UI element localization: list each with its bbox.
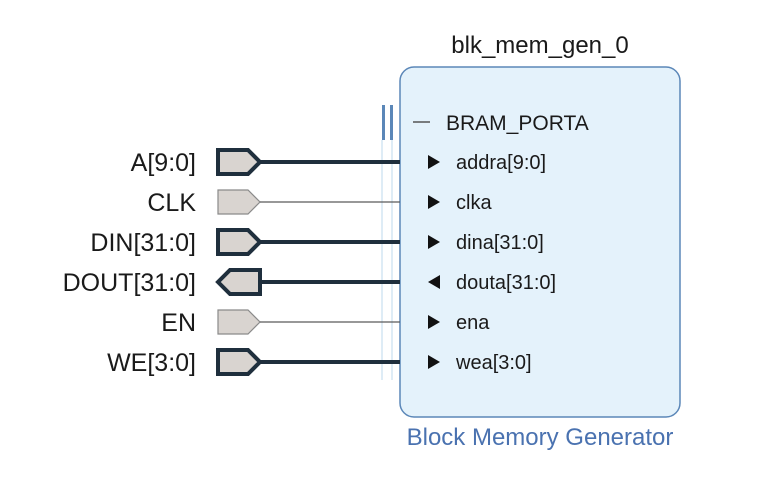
- pin-ena[interactable]: ena: [428, 312, 490, 334]
- pin-dina[interactable]: dina[31:0]: [428, 232, 544, 254]
- input-port-icon: [217, 189, 261, 215]
- input-port-icon: [217, 309, 261, 335]
- port-name: A[9:0]: [131, 149, 196, 177]
- port-name: WE[3:0]: [107, 349, 196, 377]
- input-port-icon: [216, 228, 263, 256]
- port-name: CLK: [147, 189, 196, 217]
- pin-name: clka: [456, 192, 492, 214]
- port-name: DIN[31:0]: [90, 229, 196, 257]
- pin-douta[interactable]: douta[31:0]: [428, 272, 556, 294]
- block-pins: addra[9:0] clka dina[31:0] douta[31:0] ena we…: [428, 152, 556, 374]
- interface-bus-bar-icon: [382, 105, 385, 140]
- pin-output-arrow-icon: [428, 275, 440, 289]
- pin-input-arrow-icon: [428, 195, 440, 209]
- pin-name: douta[31:0]: [456, 272, 556, 294]
- pin-input-arrow-icon: [428, 235, 440, 249]
- pin-name: wea[3:0]: [455, 352, 532, 374]
- pin-addra[interactable]: addra[9:0]: [428, 152, 546, 174]
- pin-input-arrow-icon: [428, 355, 440, 369]
- pin-wea[interactable]: wea[3:0]: [428, 352, 532, 374]
- pin-input-arrow-icon: [428, 155, 440, 169]
- pin-clka[interactable]: clka: [428, 192, 492, 214]
- port-din[interactable]: DIN[31:0]: [90, 228, 400, 257]
- interface-name: BRAM_PORTA: [446, 112, 589, 135]
- port-we[interactable]: WE[3:0]: [107, 348, 400, 377]
- pin-name: addra[9:0]: [456, 152, 546, 174]
- port-clk[interactable]: CLK: [147, 189, 400, 217]
- port-a[interactable]: A[9:0]: [131, 148, 400, 177]
- pin-input-arrow-icon: [428, 315, 440, 329]
- port-en[interactable]: EN: [161, 309, 400, 337]
- pin-name: dina[31:0]: [456, 232, 544, 254]
- bram-porta-interface[interactable]: BRAM_PORTA: [382, 105, 589, 140]
- input-port-icon: [216, 148, 263, 176]
- input-port-icon: [216, 348, 263, 376]
- interface-bus-bar-icon: [390, 105, 393, 140]
- port-name: DOUT[31:0]: [63, 269, 196, 297]
- block-ip-name: Block Memory Generator: [407, 424, 674, 451]
- output-port-icon: [215, 268, 262, 296]
- pin-name: ena: [456, 312, 490, 334]
- external-ports: A[9:0] CLK DIN[31:0] DOUT[31:0] EN WE[3:0]: [63, 148, 400, 377]
- port-dout[interactable]: DOUT[31:0]: [63, 268, 400, 297]
- block-instance-name: blk_mem_gen_0: [451, 32, 628, 59]
- port-name: EN: [161, 309, 196, 337]
